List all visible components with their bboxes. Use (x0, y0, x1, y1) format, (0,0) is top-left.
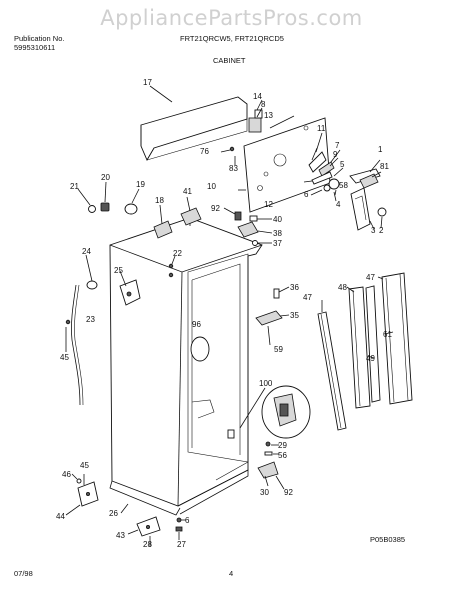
callout-96: 96 (192, 320, 201, 329)
callout-48: 48 (338, 283, 347, 292)
leveling-bracket (65, 473, 99, 516)
callout-25: 25 (114, 266, 123, 275)
callout-14: 14 (253, 92, 262, 101)
callout-92-bottom: 92 (284, 488, 293, 497)
air-vent-louver (349, 159, 382, 189)
hinge-hardware (223, 207, 273, 246)
callout-37: 37 (273, 239, 282, 248)
thermostat (248, 99, 263, 133)
callout-100: 100 (259, 379, 273, 388)
callout-4: 4 (336, 200, 341, 209)
revision-date: 07/98 (14, 569, 33, 578)
callout-labels: 17 14 8 13 76 83 11 7 9 5 1 81 10 12 6 5… (56, 78, 392, 549)
hinge-bracket (350, 187, 387, 231)
callout-6: 6 (304, 190, 309, 199)
watermark: AppliancePartsPros.com (100, 6, 363, 30)
callout-11: 11 (317, 124, 326, 133)
callout-17: 17 (143, 78, 152, 87)
screw-76 (220, 146, 235, 153)
publication-number: 5995310611 (14, 43, 56, 52)
callout-47-inner: 47 (303, 293, 312, 302)
callout-76: 76 (200, 147, 209, 156)
door-gaskets (317, 272, 413, 431)
callout-58: 58 (339, 181, 348, 190)
callout-38: 38 (273, 229, 282, 238)
callout-43: 43 (116, 531, 125, 540)
callout-30: 30 (260, 488, 269, 497)
callout-21: 21 (70, 182, 79, 191)
control-housing-plate (238, 115, 331, 213)
callout-29: 29 (278, 441, 287, 450)
callout-9: 9 (333, 150, 338, 159)
rollers-and-plugs (77, 181, 140, 215)
callout-49: 49 (366, 354, 375, 363)
callout-20: 20 (101, 173, 110, 182)
refrigerator-cabinet (109, 217, 263, 516)
callout-19: 19 (136, 180, 145, 189)
callout-83: 83 (229, 164, 238, 173)
damper-fasteners (310, 178, 340, 202)
callout-81: 81 (380, 162, 389, 171)
callout-12: 12 (264, 200, 273, 209)
drain-tube (65, 254, 98, 406)
callout-45-left: 45 (60, 353, 69, 362)
callout-13: 13 (264, 111, 273, 120)
callout-5: 5 (340, 160, 345, 169)
callout-10: 10 (207, 182, 216, 191)
callout-45-bottom: 45 (80, 461, 89, 470)
callout-35: 35 (290, 311, 299, 320)
callout-36: 36 (290, 283, 299, 292)
callout-28: 28 (143, 540, 152, 549)
base-hardware (120, 503, 186, 547)
inner-mounting-bracket (119, 270, 141, 306)
publication-label: Publication No. (14, 34, 65, 43)
callout-6-bottom: 6 (185, 516, 190, 525)
callout-27: 27 (177, 540, 186, 549)
callout-41: 41 (183, 187, 192, 196)
page-number: 4 (229, 569, 234, 578)
bottom-hinge (257, 441, 285, 490)
callout-2: 2 (379, 226, 384, 235)
callout-61: 61 (383, 330, 392, 339)
callout-46: 46 (62, 470, 71, 479)
mullion-hardware (255, 286, 290, 346)
callout-44: 44 (56, 512, 65, 521)
diagram-code: P05B0385 (370, 535, 406, 544)
callout-1: 1 (378, 145, 383, 154)
callout-26: 26 (109, 509, 118, 518)
hinge-detail-inset (227, 385, 311, 439)
callout-47-outer: 47 (366, 273, 375, 282)
callout-92: 92 (211, 204, 220, 213)
callout-18: 18 (155, 196, 164, 205)
callout-24: 24 (82, 247, 91, 256)
callout-3: 3 (371, 226, 376, 235)
plug-22 (168, 255, 176, 278)
callout-40: 40 (273, 215, 282, 224)
section-title: CABINET (213, 56, 246, 65)
callout-56: 56 (278, 451, 287, 460)
top-hinge-brackets (153, 196, 202, 239)
callout-23: 23 (86, 315, 95, 324)
damper-control (303, 132, 344, 185)
model-numbers: FRT21QRCW5, FRT21QRCD5 (180, 34, 284, 43)
callout-7: 7 (335, 141, 340, 150)
callout-22: 22 (173, 249, 182, 258)
callout-8: 8 (261, 100, 266, 109)
callout-59: 59 (274, 345, 283, 354)
top-cover-panel (140, 85, 248, 161)
